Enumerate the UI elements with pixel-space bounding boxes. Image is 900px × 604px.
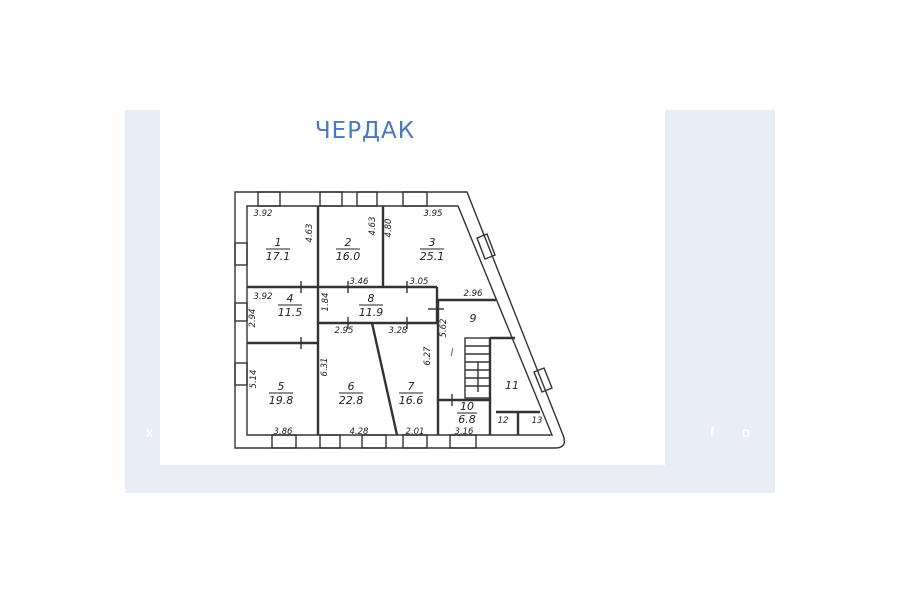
room-area: 6.8: [458, 413, 476, 426]
room-7-label: 716.6: [399, 380, 424, 407]
dim-label: 3.92: [254, 209, 273, 219]
room-number: 7: [408, 380, 415, 393]
dim-label: 2.01: [406, 427, 425, 437]
room-area: 11.5: [278, 306, 303, 319]
dim-label: 4.80: [384, 219, 394, 238]
watermark-left: x: [146, 424, 153, 440]
room-1-label: 117.1: [266, 236, 291, 263]
dim-label: 5.62: [439, 319, 449, 338]
room-area: 25.1: [420, 250, 445, 263]
room-number: 1: [275, 236, 282, 249]
room-3-label: 325.1: [420, 236, 445, 263]
dim-label: 1.84: [321, 293, 331, 312]
room-5-label: 519.8: [269, 380, 294, 407]
room-area: 11.9: [359, 306, 384, 319]
room-9-label: 9: [470, 312, 477, 325]
plan-title: ЧЕРДАК: [314, 118, 416, 144]
inner-wall: [246, 205, 554, 436]
room-area: 16.6: [399, 394, 424, 407]
dim-label: 6.31: [320, 358, 330, 377]
room-12-label: 12: [498, 416, 509, 426]
room-area: 16.0: [336, 250, 361, 263]
dim-label: 3.86: [274, 427, 294, 437]
door-marks: [300, 281, 453, 406]
dim-label: 4.28: [350, 427, 370, 437]
room-number: 2: [345, 236, 352, 249]
dim-label: 2.95: [335, 326, 354, 336]
room-8-label: 811.9: [359, 292, 384, 319]
room-6-label: 622.8: [339, 380, 364, 407]
stair-mark: I: [450, 346, 453, 359]
dim-label: 3.05: [410, 277, 429, 287]
room-number: 4: [287, 292, 294, 305]
dim-label: 3.95: [424, 209, 443, 219]
dim-label: 2.94: [248, 309, 258, 328]
room-area: 19.8: [269, 394, 294, 407]
watermark-right-1: f: [710, 424, 714, 440]
dim-label: 3.16: [455, 427, 475, 437]
dim-label: 4.63: [305, 224, 315, 243]
room-2-label: 216.0: [336, 236, 361, 263]
room-10-label: 106.8: [457, 400, 477, 426]
room-number: 8: [368, 292, 375, 305]
room-number: 5: [278, 380, 285, 393]
room-4-label: 411.5: [278, 292, 303, 319]
room-area: 22.8: [339, 394, 364, 407]
dim-label: 4.63: [368, 217, 378, 236]
room-area: 17.1: [266, 250, 291, 263]
staircase: [464, 337, 491, 399]
room-number: 6: [348, 380, 355, 393]
dim-label: 6.27: [423, 346, 433, 366]
room-number: 10: [460, 400, 474, 413]
room-11-label: 11: [505, 379, 519, 392]
watermark-right-2: o: [742, 424, 750, 440]
room-number: 3: [429, 236, 436, 249]
dim-label: 2.96: [464, 289, 484, 299]
room-13-label: 13: [532, 416, 543, 426]
dim-label: 3.28: [389, 326, 409, 336]
outer-wall: [234, 191, 566, 449]
dim-label: 3.46: [350, 277, 370, 287]
dim-label: 5.14: [249, 370, 259, 389]
dim-label: 3.92: [254, 292, 273, 302]
windows: [234, 191, 553, 449]
